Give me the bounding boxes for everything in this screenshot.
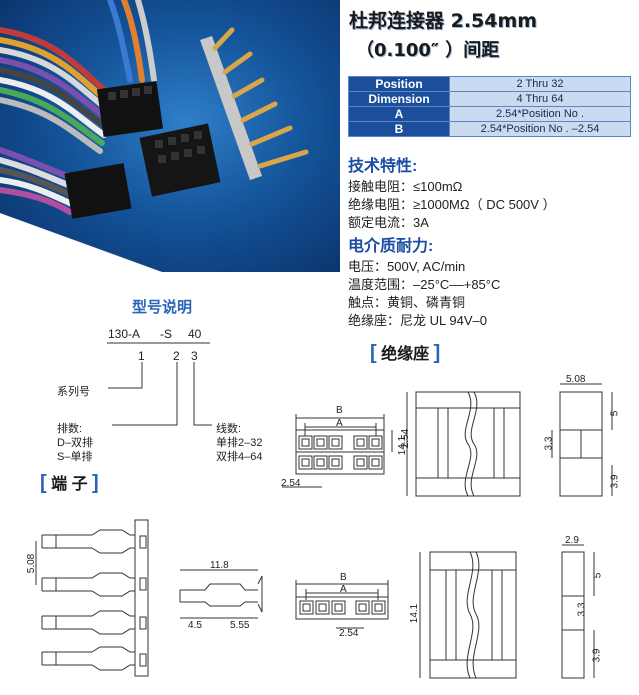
spec-table: Position 2 Thru 32 Dimension 4 Thru 64 A…: [348, 76, 631, 137]
product-photo: [0, 0, 340, 272]
tech-line: 额定电流：3A: [348, 215, 429, 230]
dim-2.9: 2.9: [565, 535, 579, 546]
rows-single: S–单排: [57, 451, 93, 463]
spec-value: 2.54*Position No . –2.54: [449, 121, 631, 137]
spec-key: Position: [348, 76, 450, 92]
spec-value: 2 Thru 32: [449, 76, 631, 92]
dim-2.54-pitch: 2.54: [281, 478, 301, 489]
spec-value: 2.54*Position No .: [449, 106, 631, 122]
terminal-label: 端 子: [51, 476, 88, 493]
bracket-open: [: [40, 472, 47, 494]
model-code-b: -S: [160, 327, 172, 341]
dim-5-double: 5: [609, 410, 621, 417]
dim-B-single: B: [340, 572, 347, 583]
model-n3: 3: [191, 349, 198, 363]
table-row: Dimension 4 Thru 64: [348, 91, 631, 107]
spec-key: B: [348, 121, 450, 137]
dim-5.08-double: 5.08: [566, 374, 586, 385]
tech-title: 技术特性:: [348, 158, 418, 175]
dim-5.08-terminal: 5.08: [26, 553, 38, 574]
model-title: 型号说明: [132, 299, 193, 316]
product-title: 杜邦连接器 2.54mm: [349, 10, 538, 32]
insulator-label: 绝缘座: [381, 346, 430, 363]
dim-14.1-double: 14.1: [397, 435, 409, 456]
table-row: Position 2 Thru 32: [348, 76, 631, 92]
dim-3.9-double: 3.9: [609, 474, 621, 489]
model-code-a: 130-A: [108, 327, 141, 341]
dim-3.3-double: 3.3: [543, 436, 555, 451]
model-n2: 2: [173, 349, 180, 363]
spec-value: 4 Thru 64: [449, 91, 631, 107]
dielectric-line: 绝缘座：尼龙 UL 94V–0: [348, 313, 487, 328]
dim-14.1-single: 14.1: [409, 603, 421, 624]
rows-double: D–双排: [57, 437, 94, 449]
lines-double: 双排4–64: [216, 451, 263, 463]
dim-B: B: [336, 405, 343, 416]
dielectric-title: 电介质耐力:: [348, 238, 434, 255]
dielectric-line: 触点：黄铜、磷青铜: [348, 295, 466, 310]
terminal-title: [ 端 子 ]: [40, 470, 99, 495]
dim-3.9-single: 3.9: [591, 648, 603, 663]
dim-11.8: 11.8: [210, 560, 229, 571]
table-row: B 2.54*Position No . –2.54: [348, 121, 631, 137]
insulator-title: [ 绝缘座 ]: [370, 340, 440, 365]
pitch-subtitle: （0.100″ ）间距: [356, 40, 500, 61]
series-label: 系列号: [57, 386, 90, 398]
dielectric-line: 电压：500V, AC/min: [348, 259, 466, 274]
dim-5.55: 5.55: [230, 620, 250, 631]
model-n1: 1: [138, 349, 145, 363]
bracket-open: [: [370, 342, 377, 364]
dim-5-single: 5: [592, 572, 604, 579]
bracket-close: ]: [433, 342, 441, 364]
spec-key: Dimension: [348, 91, 450, 107]
lines-single: 单排2–32: [216, 437, 263, 449]
tech-line: 接触电阻：≤100mΩ: [348, 179, 463, 194]
dim-3.3-single: 3.3: [576, 602, 588, 617]
dim-A: A: [336, 418, 343, 429]
tech-line: 绝缘电阻：≥1000MΩ（ DC 500V ）: [348, 197, 556, 212]
dim-2.54-single: 2.54: [339, 628, 359, 639]
dim-A-single: A: [340, 584, 347, 595]
rows-label: 排数:: [57, 423, 83, 435]
lines-label: 线数:: [216, 423, 242, 435]
table-row: A 2.54*Position No .: [348, 106, 631, 122]
model-code-c: 40: [188, 327, 202, 341]
dim-4.5: 4.5: [188, 620, 202, 631]
bracket-close: ]: [92, 472, 99, 494]
dielectric-line: 温度范围：–25°C––+85°C: [348, 277, 501, 292]
